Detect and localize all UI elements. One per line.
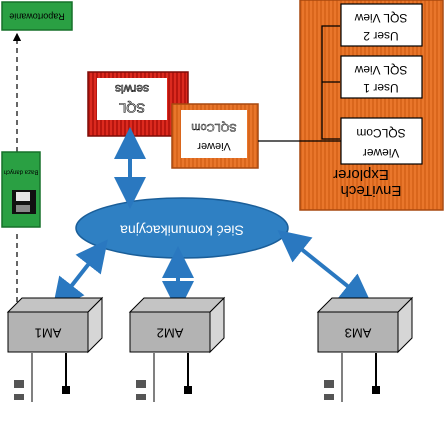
reporting-label: Raportowanie (9, 12, 65, 22)
network-label: Sieć komunikacyjna (120, 222, 244, 238)
viewer-sqlcom-node (171, 103, 259, 169)
viewer-label: Viewer (197, 140, 231, 152)
database-node (1, 151, 41, 228)
am3-label: AM3 (345, 326, 372, 341)
explorer-bracket-line (321, 25, 340, 140)
sqlcom-label: SQLCom (191, 121, 236, 133)
user2-sqlview-label: SQL View (354, 11, 407, 25)
station-am3 (316, 296, 414, 402)
serwis-label: serwis (115, 82, 149, 96)
explorer-sqlcom-label: SQLCom (356, 126, 405, 140)
sql-label: SQL (119, 101, 145, 116)
user1-sqlview-box (340, 55, 423, 99)
user1-sqlview-label: SQL View (354, 63, 407, 77)
user2-label: User 2 (363, 29, 399, 43)
floppy-disk-icon (12, 190, 36, 214)
explorer-title-2: Explorer (333, 166, 389, 183)
user2-sqlview-box (340, 3, 423, 47)
station-am2 (128, 296, 226, 402)
explorer-viewer-label: Viewer (363, 146, 399, 160)
viewer-sqlcom-explorer-box (340, 117, 423, 165)
am2-label: AM2 (157, 326, 184, 341)
explorer-title-1: EnviTech (341, 182, 402, 199)
station-am1 (6, 296, 104, 402)
network-am1-arrow (52, 239, 108, 311)
reporting-node (1, 1, 73, 31)
network-am3-arrow (277, 230, 373, 306)
user1-label: User 1 (363, 81, 399, 95)
am1-label: AM1 (35, 326, 62, 341)
database-label: Baza danych (4, 168, 39, 174)
